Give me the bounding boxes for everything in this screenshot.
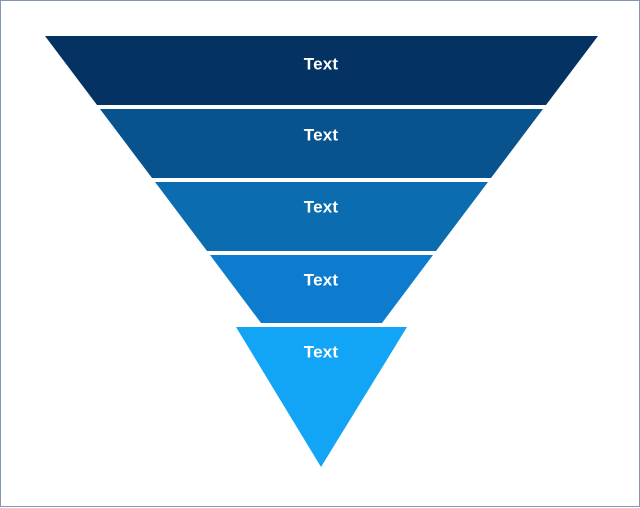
funnel-segment-1[interactable] — [45, 36, 598, 105]
funnel-segment-label-3[interactable]: Text — [303, 197, 339, 217]
funnel-segment-label-1[interactable]: Text — [303, 54, 339, 74]
funnel-segment-4[interactable] — [210, 255, 433, 323]
funnel-segment-label-5[interactable]: Text — [303, 342, 339, 362]
funnel-segment-5[interactable] — [236, 327, 407, 467]
funnel-segment-label-2[interactable]: Text — [303, 125, 339, 145]
funnel-segment-3[interactable] — [155, 182, 488, 251]
funnel-segment-2[interactable] — [100, 109, 543, 178]
funnel-segment-label-4[interactable]: Text — [303, 270, 339, 290]
